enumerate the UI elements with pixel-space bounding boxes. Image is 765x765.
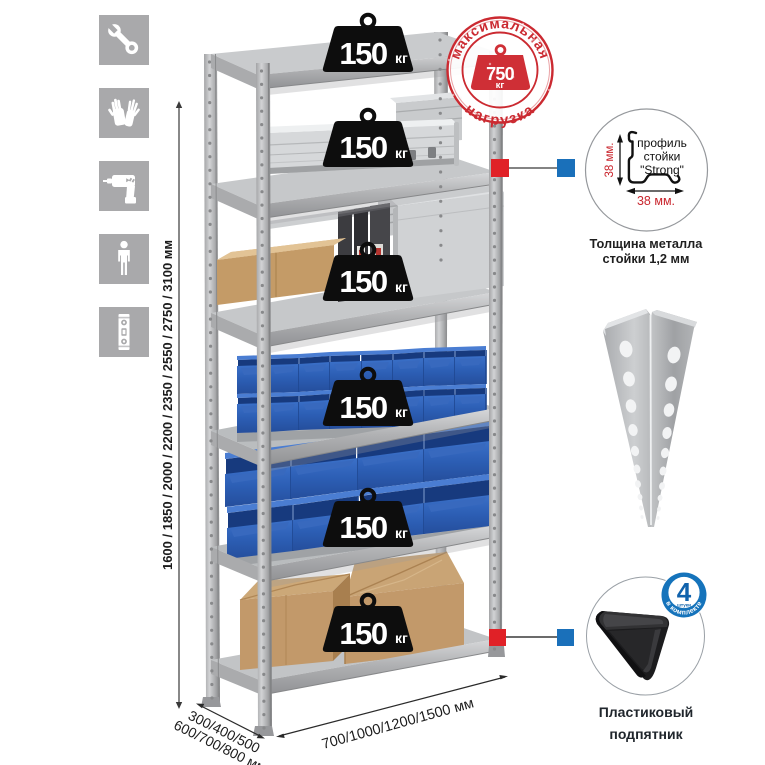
- svg-text:Пластиковый: Пластиковый: [599, 704, 694, 720]
- svg-text:Толщина металла: Толщина металла: [590, 236, 704, 251]
- svg-text:кг: кг: [395, 279, 408, 295]
- svg-text:стойки 1,2 мм: стойки 1,2 мм: [602, 251, 689, 266]
- svg-text:150: 150: [339, 616, 386, 651]
- svg-text:38 мм.: 38 мм.: [604, 143, 616, 178]
- svg-text:кг: кг: [395, 145, 408, 161]
- svg-text:150: 150: [339, 130, 386, 165]
- svg-text:штуки: штуки: [677, 603, 691, 608]
- svg-text:кг: кг: [395, 50, 408, 66]
- svg-text:кг: кг: [395, 630, 408, 646]
- svg-text:подпятник: подпятник: [609, 726, 683, 742]
- svg-text:150: 150: [339, 390, 386, 425]
- svg-text:1600 / 1850 / 2000 / 2200 / 23: 1600 / 1850 / 2000 / 2200 / 2350 / 2550 …: [160, 240, 175, 570]
- svg-text:38 мм.: 38 мм.: [637, 194, 675, 208]
- svg-text:150: 150: [339, 264, 386, 299]
- svg-text:кг: кг: [496, 80, 505, 91]
- svg-text:700/1000/1200/1500 мм: 700/1000/1200/1500 мм: [320, 695, 476, 752]
- svg-text:кг: кг: [395, 525, 408, 541]
- svg-text:"Strong": "Strong": [640, 163, 684, 177]
- svg-text:750: 750: [486, 64, 514, 84]
- svg-text:4: 4: [677, 577, 692, 607]
- svg-text:стойки: стойки: [644, 150, 681, 164]
- svg-text:150: 150: [339, 36, 386, 71]
- svg-text:кг: кг: [395, 404, 408, 420]
- svg-text:150: 150: [339, 510, 386, 545]
- svg-text:профиль: профиль: [637, 136, 687, 150]
